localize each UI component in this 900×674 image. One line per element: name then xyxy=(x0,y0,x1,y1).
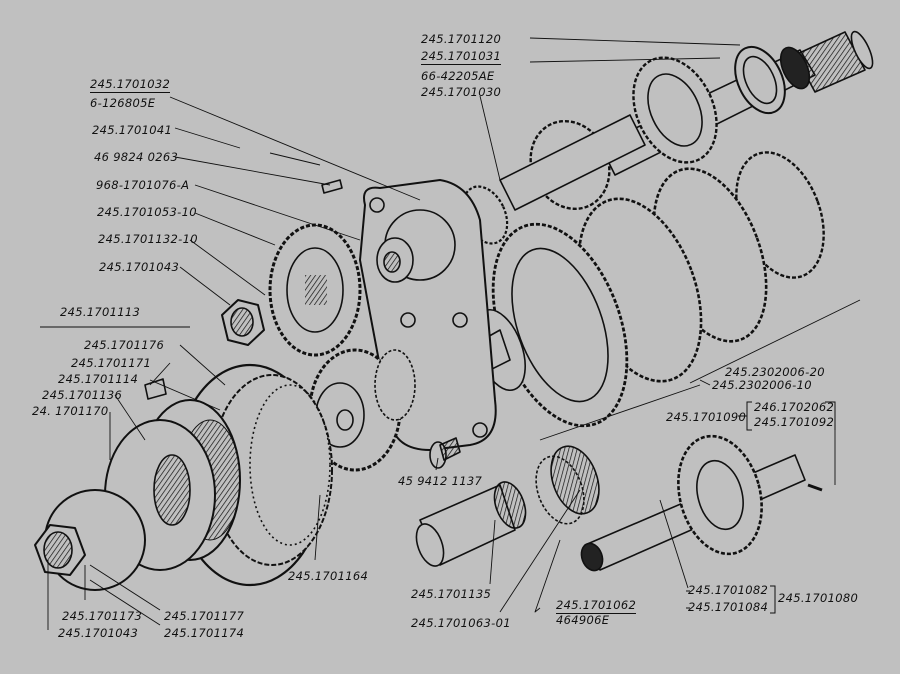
pin-drawing xyxy=(321,179,343,194)
reverse-shaft-drawing xyxy=(580,434,823,572)
bolt-drawing xyxy=(429,437,461,469)
label-hub-1: 245.1701176 xyxy=(84,338,165,352)
synchro-gear-drawing xyxy=(308,348,416,472)
label-bearing-cover-2: 6-126805E xyxy=(90,96,156,110)
bushing-drawing xyxy=(415,445,600,567)
gear-drawing xyxy=(268,223,362,357)
label-ring-b: 24. 1701170 xyxy=(32,404,109,418)
label-reverse-shaft-group: 245.1701080 xyxy=(778,591,859,605)
label-bushing: 245.1701135 xyxy=(411,587,492,601)
label-nut-1: 245.1701043 xyxy=(99,260,180,274)
main-shaft-gears xyxy=(461,56,718,245)
label-nut-2: 245.1701043 xyxy=(58,626,139,640)
label-hub-2: 245.1701164 xyxy=(288,569,369,583)
label-gear-2: 245.1701132-10 xyxy=(98,232,198,246)
label-sleeve-a: 245.1701114 xyxy=(58,372,139,386)
label-cover: 245.1701041 xyxy=(92,123,173,137)
label-bearing-top-2: 66-42205AE xyxy=(421,69,495,83)
label-countershaft-2: 245.2302006-10 xyxy=(712,378,812,392)
label-countershaft-1: 245.2302006-20 xyxy=(725,365,825,379)
label-bearing-b-1: 245.1701062 xyxy=(556,598,637,614)
label-bearing-b-2: 464906E xyxy=(556,613,610,627)
label-washer-3: 245.1701174 xyxy=(164,626,245,640)
label-washer-1: 245.1701173 xyxy=(62,609,143,623)
label-gear-1: 245.1701053-10 xyxy=(97,205,197,219)
label-reverse-shaft-1: 245.1701082 xyxy=(688,583,769,597)
label-washer-2: 245.1701177 xyxy=(164,609,245,623)
label-pin: 46 9824 0263 xyxy=(94,150,179,164)
label-bearing-cover-1: 245.1701032 xyxy=(90,77,171,93)
label-synchro-group: 245.1701113 xyxy=(60,305,141,319)
nut-drawing xyxy=(221,299,265,346)
label-reverse-group: 245.1701090 xyxy=(666,410,747,424)
label-reverse-1: 246.1702062 xyxy=(754,400,835,414)
label-output-shaft-top: 245.1701120 xyxy=(421,32,502,46)
label-bolt: 45 9412 1137 xyxy=(398,474,483,488)
label-key: 245.1701171 xyxy=(71,356,152,370)
synchro-assembly-drawing xyxy=(34,363,333,591)
leader-lines xyxy=(47,37,861,630)
label-output-shaft: 245.1701030 xyxy=(421,85,502,99)
label-reverse-shaft-2: 245.1701084 xyxy=(688,600,769,614)
label-needle-bearing: 245.1701063-01 xyxy=(411,616,511,630)
label-ring: 968-1701076-A xyxy=(96,178,190,192)
label-bearing-top-1: 245.1701031 xyxy=(421,49,502,65)
label-synchro-ring: 245.1701136 xyxy=(42,388,123,402)
label-reverse-2: 245.1701092 xyxy=(754,415,835,429)
